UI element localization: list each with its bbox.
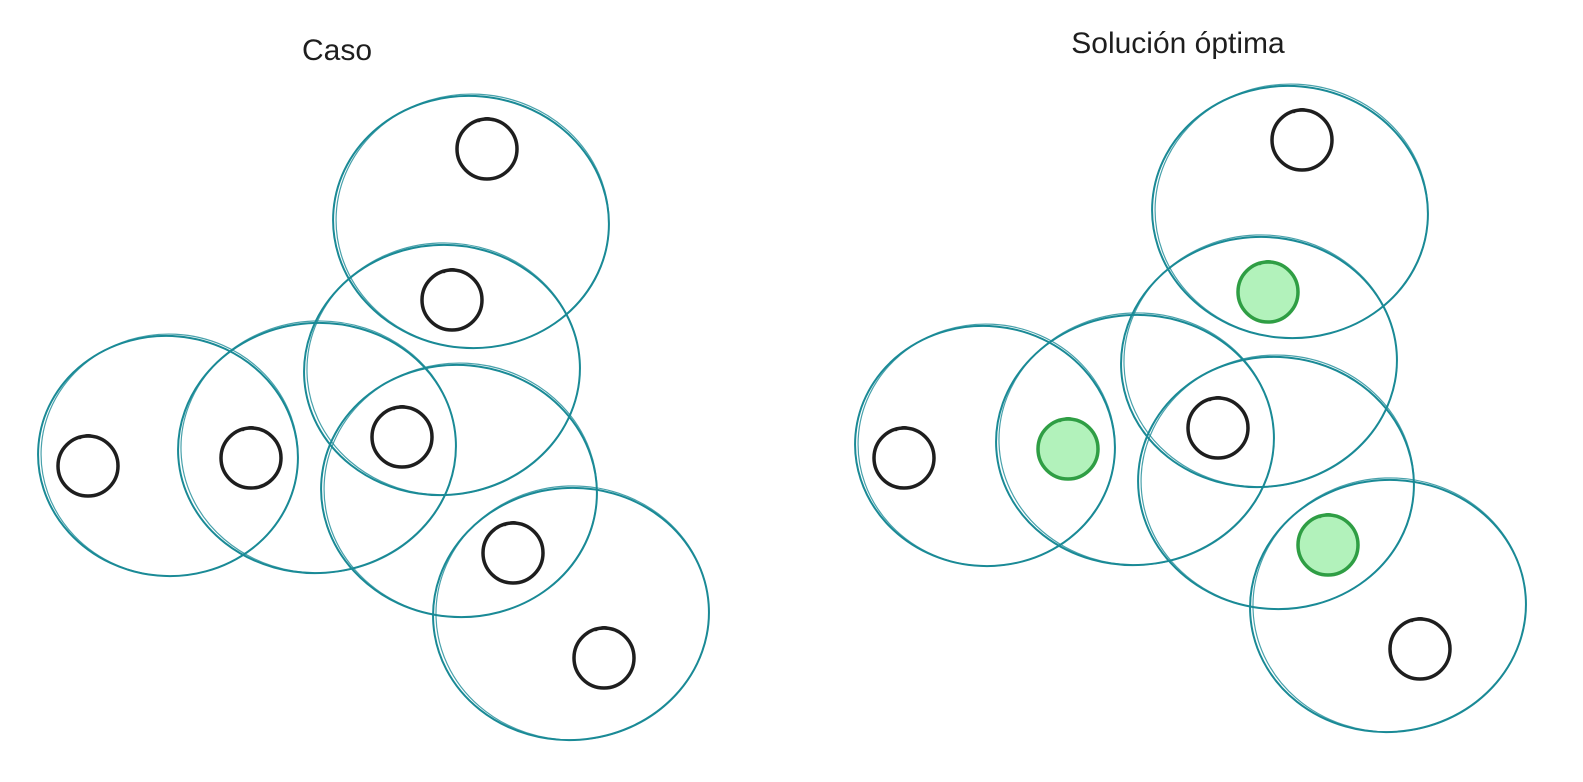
right-coverage-range: [995, 312, 1275, 567]
right-node: [872, 426, 936, 490]
left-coverage-range: [332, 93, 610, 350]
right-coverage-range: [1120, 234, 1398, 489]
right-node: [1388, 617, 1452, 681]
left-nodes: [56, 117, 636, 690]
left-panel: [37, 93, 710, 742]
right-nodes: [872, 108, 1452, 681]
left-node: [572, 626, 636, 690]
left-coverage-range: [320, 362, 598, 619]
left-coverage-range: [177, 320, 457, 575]
right-selected-node: [1236, 260, 1300, 324]
right-node: [1270, 108, 1334, 172]
left-node: [481, 521, 545, 585]
right-panel-title: Solución óptima: [1071, 27, 1285, 60]
right-coverage-ranges: [854, 83, 1527, 734]
right-node: [1186, 396, 1250, 460]
left-coverage-range: [432, 485, 710, 742]
right-panel: [854, 83, 1527, 734]
left-node: [219, 426, 283, 490]
left-coverage-range: [37, 333, 299, 578]
left-node: [455, 117, 519, 181]
right-coverage-range: [1151, 83, 1429, 340]
left-coverage-ranges: [37, 93, 710, 742]
right-coverage-range: [1249, 477, 1527, 734]
right-selected-node: [1036, 417, 1100, 481]
right-coverage-range: [854, 323, 1116, 568]
left-node: [420, 268, 484, 332]
left-node: [56, 434, 120, 498]
right-coverage-range: [1137, 354, 1415, 611]
left-coverage-range: [303, 242, 581, 497]
left-panel-title: Caso: [301, 34, 373, 67]
left-node: [370, 405, 434, 469]
right-selected-node: [1296, 513, 1360, 577]
